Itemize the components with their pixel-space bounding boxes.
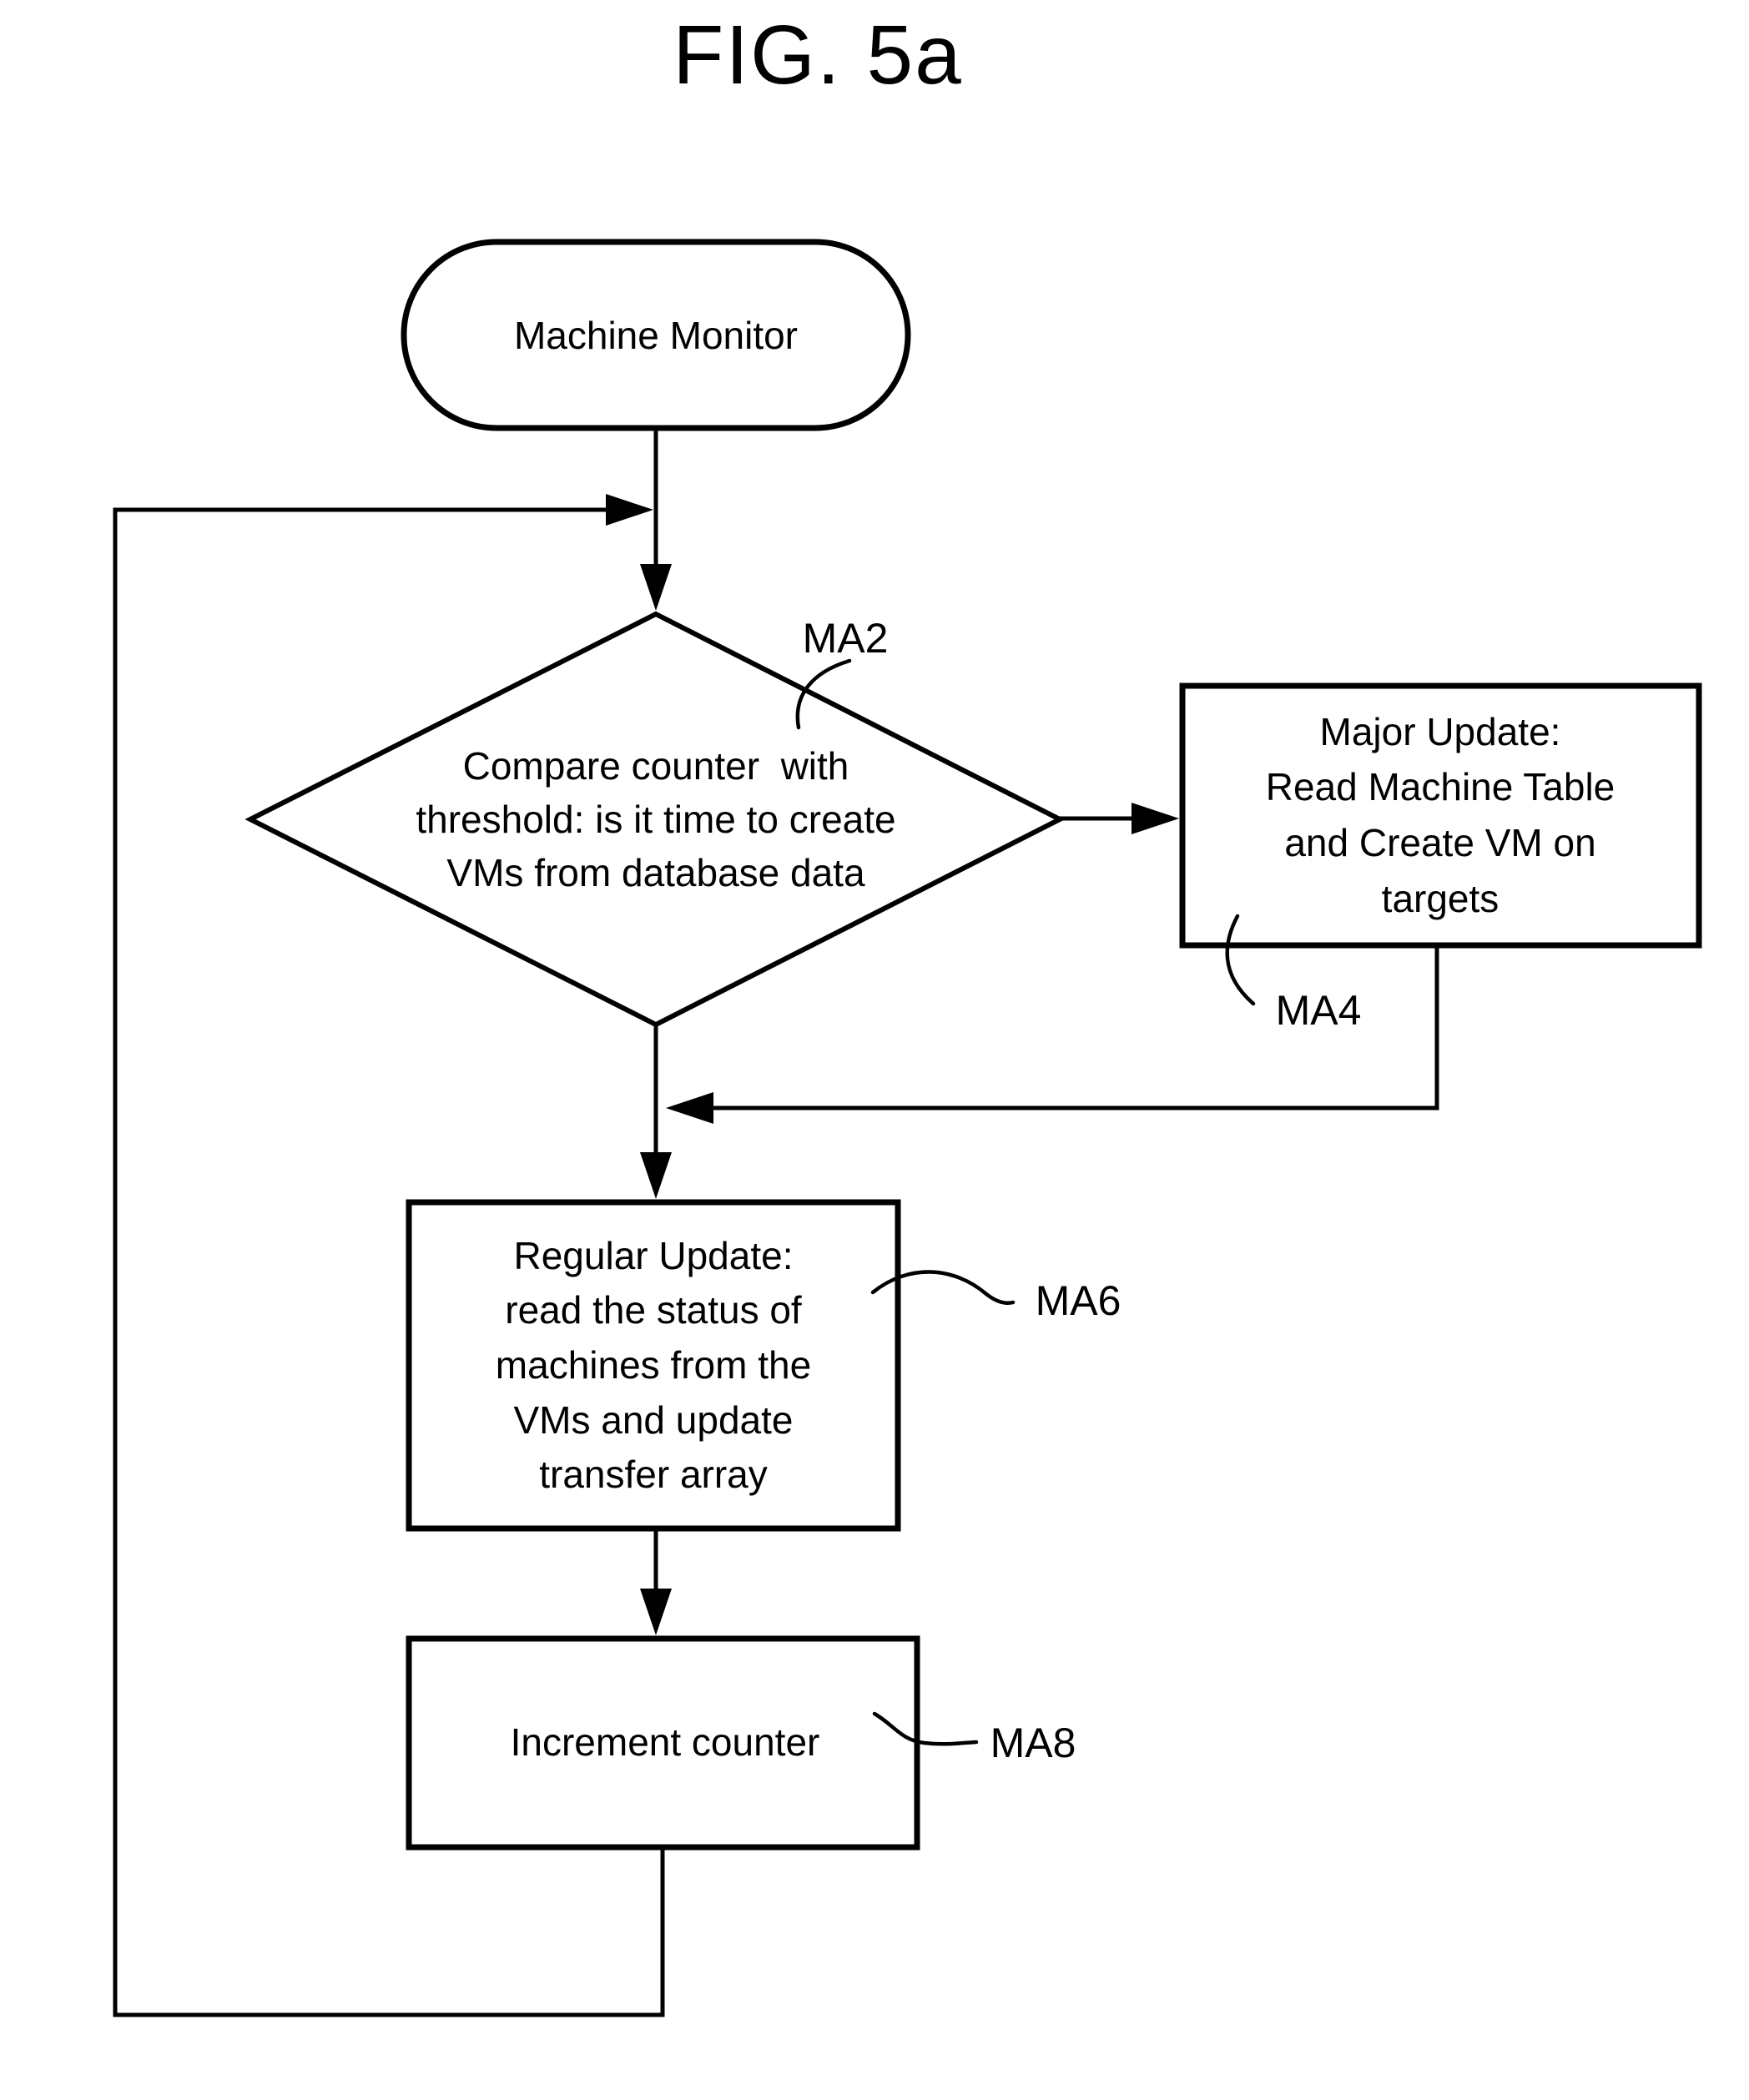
node-increment-counter-ma8: Increment counter MA8 <box>406 1635 1076 1851</box>
increment-counter-label: Increment counter <box>511 1720 820 1764</box>
regular-update-line-3: machines from the <box>496 1343 811 1387</box>
terminator-shape <box>401 239 911 431</box>
regular-update-line-4: VMs and update <box>513 1398 793 1442</box>
major-update-line-1: Major Update: <box>1320 710 1561 753</box>
node-decision-ma2: Compare counter with threshold: is it ti… <box>244 611 1066 1028</box>
figure-title: FIG. 5a <box>673 8 962 102</box>
ma2-leader-line <box>795 658 852 730</box>
ma8-ref-label: MA8 <box>990 1720 1076 1766</box>
ma4-ref-label: MA4 <box>1276 987 1362 1034</box>
node-machine-monitor: Machine Monitor <box>401 239 911 431</box>
arrowhead-into-increment <box>640 1589 672 1635</box>
ma6-ref-label: MA6 <box>1036 1277 1121 1324</box>
major-update-shape <box>1179 682 1702 949</box>
decision-text-line-2: threshold: is it time to create <box>416 798 895 841</box>
major-update-line-2: Read Machine Table <box>1266 765 1615 808</box>
regular-update-line-5: transfer array <box>539 1453 768 1496</box>
edge-major-update-merge <box>712 945 1439 1110</box>
arrowhead-into-regular-update <box>640 1152 672 1199</box>
node-regular-update-ma6: Regular Update: read the status of machi… <box>406 1199 1121 1532</box>
arrowhead-loop-into-trunk <box>606 494 653 526</box>
ma6-leader-line <box>870 1270 1016 1306</box>
arrowhead-into-decision <box>640 564 672 611</box>
decision-text-line-1: Compare counter with <box>463 744 849 788</box>
arrowhead-merge-into-trunk <box>666 1092 713 1124</box>
node-major-update-ma4: Major Update: Read Machine Table and Cre… <box>1179 682 1702 1034</box>
arrowhead-into-major-update <box>1132 803 1179 834</box>
decision-text-line-3: VMs from database data <box>446 851 865 894</box>
edges <box>113 428 1439 2017</box>
ma8-leader-line <box>872 1711 979 1746</box>
edge-feedback-loop <box>113 507 665 2017</box>
regular-update-line-1: Regular Update: <box>514 1234 794 1277</box>
terminator-label: Machine Monitor <box>514 314 798 357</box>
ma4-leader-line <box>1225 914 1256 1006</box>
regular-update-line-2: read the status of <box>505 1288 802 1332</box>
decision-shape <box>244 611 1066 1028</box>
ma2-ref-label: MA2 <box>803 615 889 662</box>
regular-update-shape <box>406 1199 901 1532</box>
major-update-line-4: targets <box>1382 877 1500 920</box>
major-update-line-3: and Create VM on <box>1284 821 1595 864</box>
